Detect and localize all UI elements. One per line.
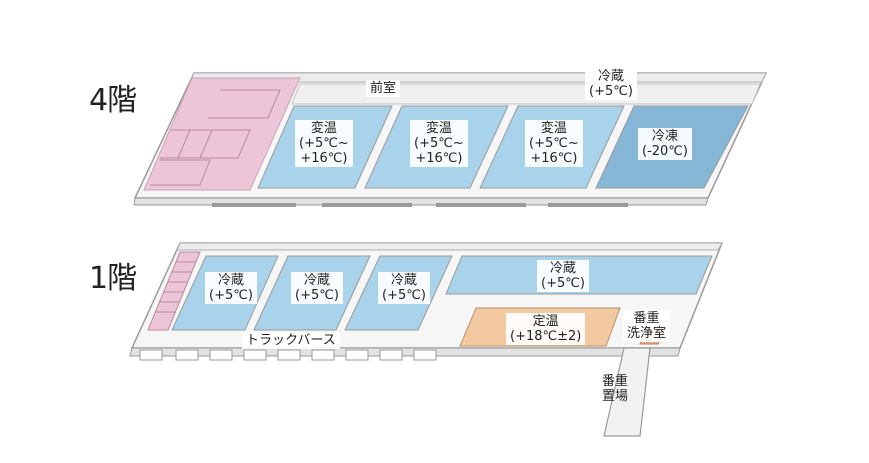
floor-4-label: 4階 [89,83,137,118]
room-temp: (+5℃~ [529,136,579,151]
room-temp: +16℃) [530,151,578,166]
room-temp: (+5℃) [382,288,426,303]
floor-4-variable-1-label: 変温 (+5℃~ +16℃) [295,120,353,167]
floor-4-variable-3-label: 変温 (+5℃~ +16℃) [525,120,583,167]
room-name: 冷蔵 [217,273,244,288]
room-temp: +16℃) [300,151,348,166]
floor-1-truck-berth-label: トラックバース [242,332,340,349]
room-name: 冷蔵 [597,69,624,84]
floor-4-freezer-label: 冷凍 (-20℃) [638,128,692,160]
room-name: 番重 [602,374,629,389]
room-name: 変温 [540,121,567,136]
room-name: 置場 [602,389,629,404]
room-temp: (+5℃~ [414,136,464,151]
room-name: 冷蔵 [303,273,330,288]
floor-1-slab-front [129,347,681,357]
room-name: 冷凍 [651,129,678,144]
floor-1-cold-2-label: 冷蔵 (+5℃) [291,272,343,304]
room-name: 冷蔵 [390,273,417,288]
room-name: 変温 [310,121,337,136]
floor-4-office-zone [143,77,301,191]
floor-1-storage-wing [603,347,651,437]
floor-4-dock-doors [212,203,628,207]
room-temp: (+18℃±2) [510,329,582,344]
floor-1-storage-label: 番重 置場 [600,374,630,404]
floor-1-constant-label: 定温 (+18℃±2) [506,313,586,345]
room-name: 冷蔵 [549,261,576,276]
floor-1-cold-1-label: 冷蔵 (+5℃) [205,272,257,304]
room-name: 洗浄室 [627,326,667,341]
floor-4-office-partitions [150,89,281,186]
floor-4-anteroom-label: 前室 [366,80,401,97]
anteroom-text: 前室 [370,81,397,96]
room-temp: (+5℃~ [299,136,349,151]
floor-1-stair-lines [156,261,196,313]
room-temp: (+5℃) [541,276,585,291]
room-temp: (+5℃) [589,84,633,99]
floor-1-back-wall [176,242,723,251]
floor-1-cold-3-label: 冷蔵 (+5℃) [378,272,430,304]
truck-berth-text: トラックバース [246,333,336,348]
room-temp: (+5℃) [295,288,339,303]
floor-4-cold-label: 冷蔵 (+5℃) [585,68,637,100]
room-temp: (-20℃) [642,144,688,159]
room-name: 定温 [532,314,559,329]
floor-4-variable-2-label: 変温 (+5℃~ +16℃) [410,120,468,167]
floor-1-label: 1階 [89,261,137,296]
room-name: 番重 [633,311,660,326]
room-temp: (+5℃) [209,288,253,303]
room-temp: +16℃) [415,151,463,166]
floor-4-corridor [291,83,761,105]
room-name: 変温 [425,121,452,136]
floor-1-wash-room-label: 番重 洗浄室 [623,310,671,342]
floor-1-cold-4-label: 冷蔵 (+5℃) [537,260,589,292]
floor-1-dock-doors [139,349,437,361]
